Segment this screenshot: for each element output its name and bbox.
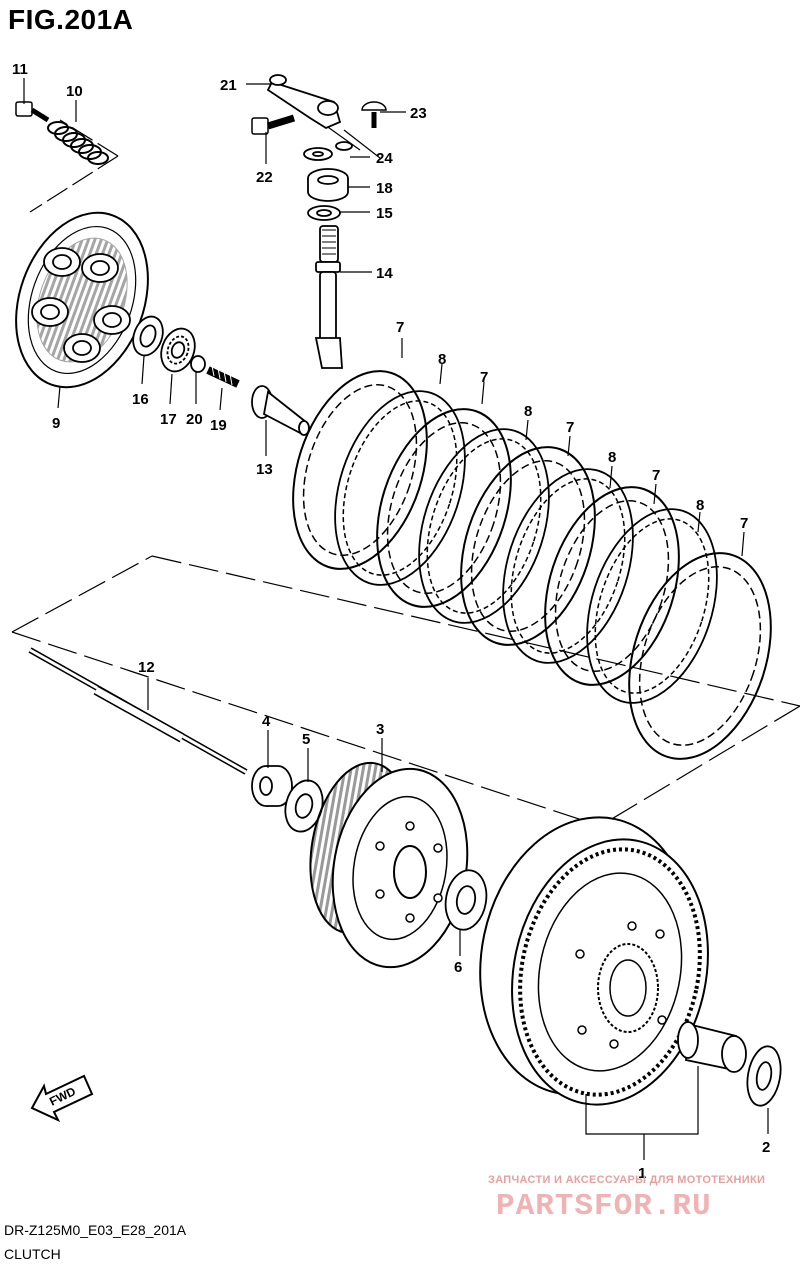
drive-plate-7a — [292, 370, 428, 570]
clutch-spring — [47, 121, 109, 165]
callout-14: 14 — [376, 265, 393, 282]
callout-9: 9 — [52, 415, 60, 432]
driven-plate-8d — [586, 508, 718, 704]
screw-19 — [206, 365, 240, 388]
clutch-sleeve-hub — [309, 761, 469, 969]
callout-17: 17 — [160, 411, 177, 428]
bolt-22 — [251, 114, 296, 135]
drive-plate-7e — [628, 552, 772, 760]
driven-plate-8a — [334, 390, 466, 586]
callout-5: 5 — [302, 731, 310, 748]
fwd-arrow-icon — [30, 1074, 94, 1123]
bearing-17 — [160, 327, 196, 373]
callout-19: 19 — [210, 417, 227, 434]
clutch-plate-stack — [292, 370, 772, 760]
watermark-tagline: ЗАПЧАСТИ И АКСЕССУАРЫ ДЛЯ МОТОТЕХНИКИ — [488, 1174, 766, 1186]
release-arm — [266, 74, 342, 130]
callout-12: 12 — [138, 659, 155, 676]
washer-16 — [132, 315, 164, 357]
callout-6: 6 — [454, 959, 462, 976]
washer-6 — [444, 869, 488, 931]
washer-24 — [303, 141, 353, 161]
callout-20: 20 — [186, 411, 203, 428]
callout-labels: 11 10 9 16 17 20 19 13 14 15 18 24 21 22… — [12, 61, 770, 1182]
callout-16: 16 — [132, 391, 149, 408]
leader-lines — [23, 78, 769, 1160]
driven-plate-8b — [418, 428, 550, 624]
oil-seal-18 — [307, 168, 349, 202]
driven-plate-8c — [502, 468, 634, 664]
release-shaft — [314, 225, 343, 369]
screw-23 — [361, 101, 387, 128]
nut-20 — [190, 355, 206, 373]
callout-7c: 7 — [566, 419, 574, 436]
callout-4: 4 — [262, 713, 271, 730]
figure-code: DR-Z125M0_E03_E28_201A — [4, 1222, 187, 1238]
callout-8b: 8 — [524, 403, 532, 420]
callout-7a: 7 — [396, 319, 404, 336]
washer-15 — [307, 205, 341, 221]
callout-3: 3 — [376, 721, 384, 738]
callout-2: 2 — [762, 1139, 770, 1156]
callout-8d: 8 — [696, 497, 704, 514]
push-rod — [28, 647, 248, 775]
callout-7d: 7 — [652, 467, 660, 484]
watermark-brand-logo: PARTSFOR.RU — [496, 1189, 712, 1224]
callout-8c: 8 — [608, 449, 616, 466]
spacer-sleeve — [677, 1021, 747, 1073]
callout-7e: 7 — [740, 515, 748, 532]
callout-13: 13 — [256, 461, 273, 478]
clutch-housing — [479, 816, 709, 1106]
pressure-plate — [15, 211, 149, 389]
callout-18: 18 — [376, 180, 393, 197]
drive-plate-7d — [544, 486, 680, 686]
callout-23: 23 — [410, 105, 427, 122]
callout-15: 15 — [376, 205, 393, 222]
callout-1: 1 — [638, 1165, 646, 1182]
callout-21: 21 — [220, 77, 237, 94]
callout-10: 10 — [66, 83, 83, 100]
drive-plate-7b — [376, 408, 512, 608]
callout-22: 22 — [256, 169, 273, 186]
bearing-4 — [251, 765, 293, 807]
figure-title: FIG.201A — [8, 4, 134, 35]
callout-8a: 8 — [438, 351, 446, 368]
callout-11: 11 — [12, 61, 28, 78]
callout-24: 24 — [376, 150, 393, 167]
drive-plate-7c — [460, 446, 596, 646]
figure-name: CLUTCH — [4, 1246, 61, 1262]
washer-2 — [746, 1045, 782, 1107]
push-piece — [251, 385, 310, 436]
callout-7b: 7 — [480, 369, 488, 386]
spring-bolt — [15, 101, 50, 123]
